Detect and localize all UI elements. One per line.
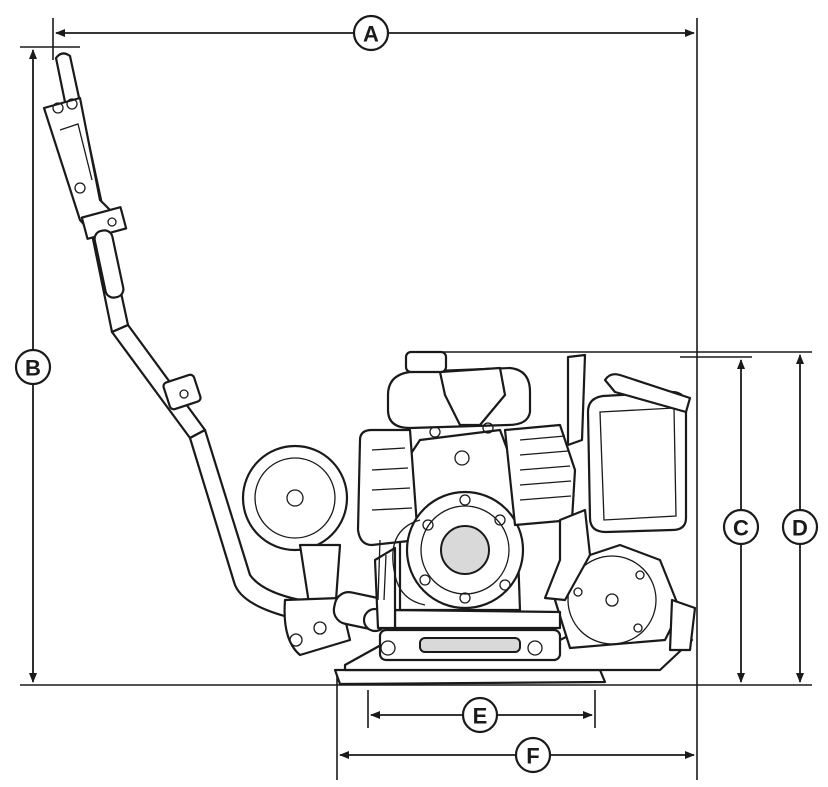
callout-a-label: A — [363, 22, 379, 47]
callout-e-label: E — [473, 704, 488, 729]
callout-b-label: B — [25, 356, 41, 381]
callout-d: D — [781, 508, 819, 546]
callout-e: E — [461, 696, 499, 734]
plate-compactor-illustration — [42, 52, 697, 686]
callout-b: B — [14, 348, 52, 386]
callout-c-label: C — [733, 516, 749, 541]
extension-lines — [20, 18, 812, 780]
callout-d-label: D — [792, 516, 808, 541]
callout-f: F — [514, 736, 552, 774]
callout-c: C — [722, 508, 760, 546]
callout-a: A — [352, 14, 390, 52]
callout-f-label: F — [526, 744, 539, 769]
